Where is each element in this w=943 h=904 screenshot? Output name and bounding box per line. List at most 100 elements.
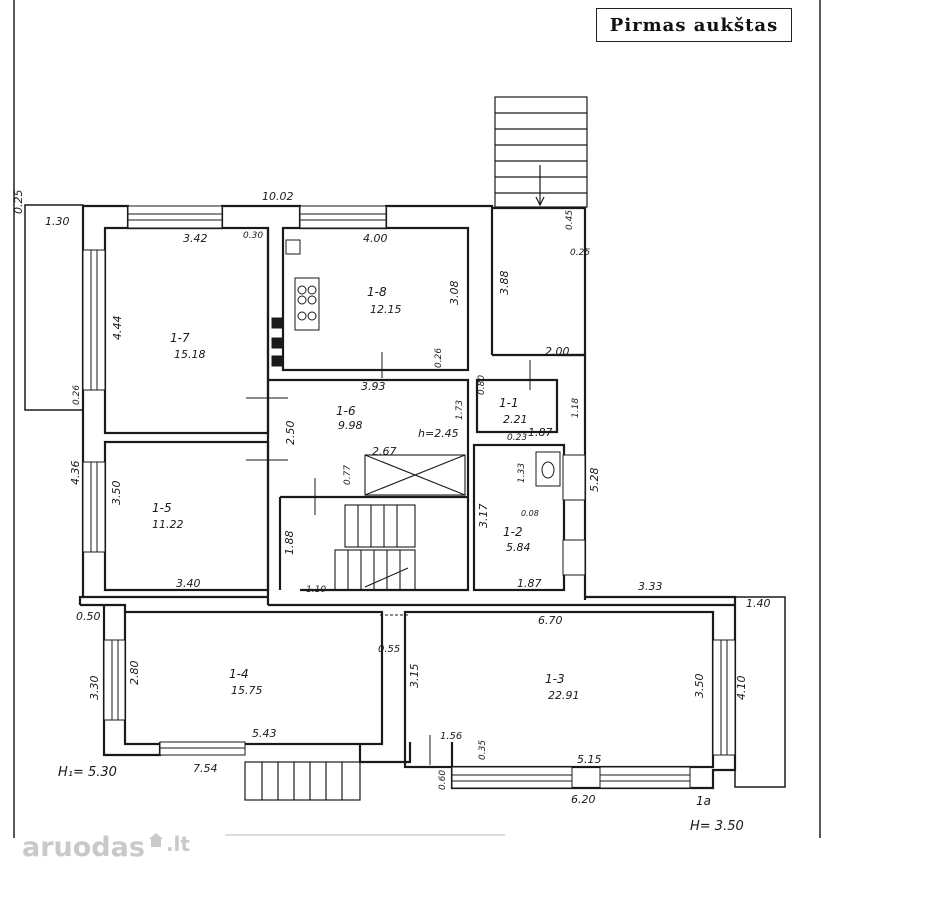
elevation-h-right: H= 3.50 xyxy=(690,819,744,834)
dim-label: 0.26 xyxy=(434,348,444,368)
room-label-1-5: 1-5 xyxy=(152,501,172,515)
dim-label: 3.40 xyxy=(176,577,201,590)
dim-label: 2.50 xyxy=(284,421,297,446)
elevation-labels: H₁= 5.30 1a H= 3.50 xyxy=(58,765,744,834)
room-labels: 1-7 15.18 1-8 12.15 1-6 9.98 1-1 2.21 1-… xyxy=(152,285,580,702)
dim-label: 3.88 xyxy=(498,271,511,296)
dim-label: 0.35 xyxy=(478,740,488,760)
dim-label: 10.02 xyxy=(262,190,294,203)
dim-label: 3.50 xyxy=(110,481,123,506)
wc-outer-wall xyxy=(557,353,587,600)
dim-label: 4.10 xyxy=(735,676,748,701)
dim-label: 0.08 xyxy=(521,509,539,518)
outer-wall-left xyxy=(78,206,85,605)
elevation-h1: H₁= 5.30 xyxy=(58,765,117,780)
dim-label: 0.60 xyxy=(438,770,448,790)
room-label-1-8: 1-8 xyxy=(367,285,387,299)
room-area-1-1: 2.21 xyxy=(503,413,528,426)
room-label-1-2: 1-2 xyxy=(503,525,523,539)
dim-label: 6.20 xyxy=(571,793,596,806)
dim-label: 1.33 xyxy=(517,463,527,483)
kitchen-stove xyxy=(271,239,320,367)
door-swings xyxy=(246,352,531,765)
room-area-1-3: 22.91 xyxy=(548,689,580,702)
watermark-text: aruodas xyxy=(22,832,145,863)
dim-label: 4.44 xyxy=(111,316,124,341)
dimension-labels: 10.02 1.30 0.25 3.42 0.30 4.00 4.44 3.08… xyxy=(12,190,771,807)
lower-middle-outer xyxy=(358,742,412,764)
dim-label: 2.80 xyxy=(128,661,141,686)
dim-label: 4.00 xyxy=(363,232,388,245)
dim-label: 0.77 xyxy=(343,465,353,485)
room-area-1-7: 15.18 xyxy=(174,348,206,361)
dim-label: 3.50 xyxy=(693,674,706,699)
dim-label: 7.54 xyxy=(193,762,218,775)
house-icon xyxy=(148,833,163,847)
dim-label: 0.23 xyxy=(507,433,527,443)
watermark-logo: aruodas .lt xyxy=(22,832,190,863)
room-label-1-7: 1-7 xyxy=(170,331,190,345)
dim-label: 4.36 xyxy=(69,461,82,486)
room-1-4-outline xyxy=(123,610,384,746)
room-1-5-outline xyxy=(103,440,270,592)
dim-label: 0.26 xyxy=(72,385,82,405)
dim-label: h=2.45 xyxy=(418,427,459,440)
dim-label: 2.67 xyxy=(372,445,397,458)
room-label-1-3: 1-3 xyxy=(545,672,565,686)
dim-label: 3.30 xyxy=(88,676,101,701)
dim-label: 3.08 xyxy=(448,281,461,306)
dim-label: 5.43 xyxy=(252,727,277,740)
dim-label: 1.87 xyxy=(517,577,542,590)
bottom-stairs xyxy=(244,761,361,801)
dim-label: 3.93 xyxy=(361,380,386,393)
dim-label: 0.80 xyxy=(477,375,487,395)
watermark-suffix: .lt xyxy=(165,832,190,856)
dim-label: 1.88 xyxy=(283,531,296,556)
dim-label: 1.30 xyxy=(45,215,70,228)
entrance-outline xyxy=(492,206,587,357)
room-area-1-2: 5.84 xyxy=(506,541,531,554)
dim-label: 0.25 xyxy=(570,248,590,258)
top-stairs xyxy=(494,96,588,208)
dim-label: 3.15 xyxy=(408,664,421,689)
interior-staircase xyxy=(334,454,466,591)
node-label: 1a xyxy=(696,794,711,808)
room-area-1-6: 9.98 xyxy=(338,419,363,432)
dim-label: 1.73 xyxy=(455,400,465,420)
lower-right-outer xyxy=(585,595,737,790)
dim-label: 1.18 xyxy=(571,398,581,418)
left-balcony xyxy=(24,204,84,411)
room-area-1-5: 11.22 xyxy=(152,518,184,531)
room-area-1-4: 15.75 xyxy=(231,684,263,697)
room-1-1-outline xyxy=(475,378,559,434)
dim-label: 5.15 xyxy=(577,753,602,766)
dim-label: 3.42 xyxy=(183,232,208,245)
dim-label: 1.10 xyxy=(306,585,326,595)
dim-label: 0.30 xyxy=(243,231,263,241)
toilet-fixture xyxy=(535,451,561,487)
dim-label: 1.56 xyxy=(440,731,462,742)
dim-label: 1.87 xyxy=(528,426,553,439)
room-label-1-4: 1-4 xyxy=(229,667,249,681)
dim-label: 6.70 xyxy=(538,614,563,627)
dim-label: 5.28 xyxy=(588,468,601,493)
windows xyxy=(82,205,736,789)
dim-label: 3.33 xyxy=(638,580,663,593)
dim-label: 0.45 xyxy=(565,210,575,230)
dim-label: 0.55 xyxy=(378,644,400,655)
room-1-6-outline xyxy=(268,378,470,592)
page-title: Pirmas aukštas xyxy=(596,8,792,42)
dim-label: 3.17 xyxy=(477,504,490,529)
dim-label: 0.50 xyxy=(76,610,101,623)
walls xyxy=(24,204,786,790)
room-label-1-6: 1-6 xyxy=(336,404,356,418)
lower-left-corner xyxy=(80,603,127,612)
dim-label: 1.40 xyxy=(746,597,771,610)
room-1-2-outline xyxy=(472,443,566,592)
room-label-1-1: 1-1 xyxy=(499,396,519,410)
room-area-1-8: 12.15 xyxy=(370,303,402,316)
dim-label: 0.25 xyxy=(12,190,25,215)
dim-label: 2.00 xyxy=(545,345,570,358)
